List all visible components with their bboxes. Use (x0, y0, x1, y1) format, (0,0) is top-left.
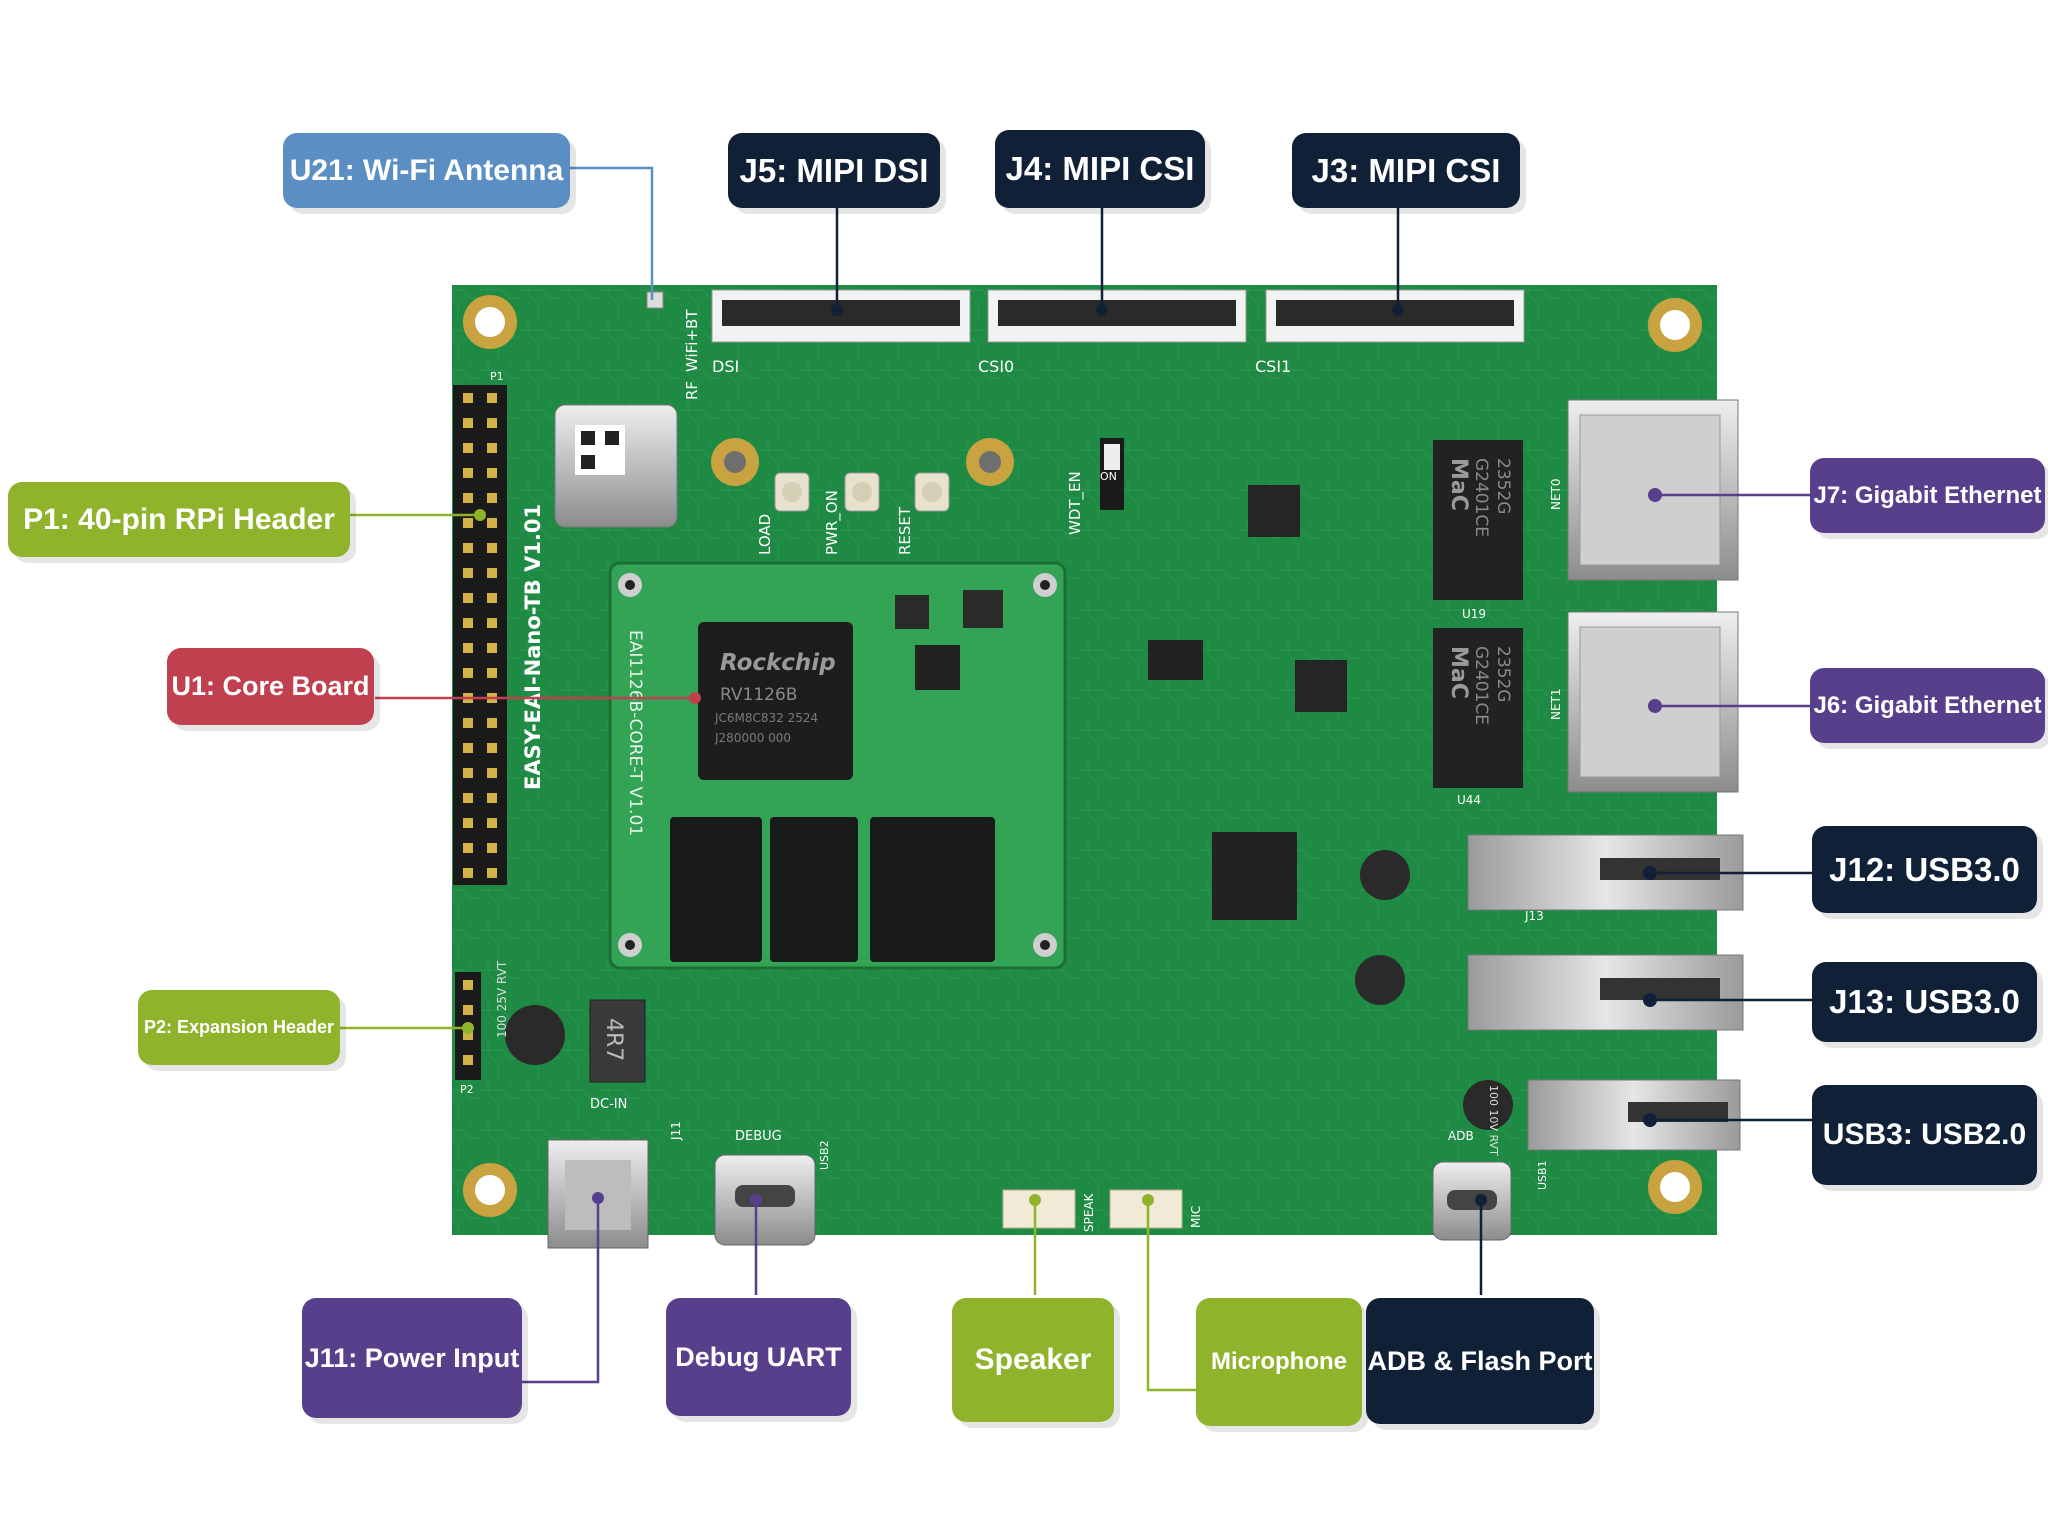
callout-mipi-dsi: J5: MIPI DSI (728, 133, 940, 208)
svg-text:CSI0: CSI0 (978, 357, 1014, 376)
callout-mipi-csi-j3: J3: MIPI CSI (1292, 133, 1520, 208)
svg-text:MaC: MaC (1446, 646, 1471, 699)
board-title: EASY-EAI-Nano-TB V1.01 (521, 504, 545, 790)
mounting-holes (463, 295, 1702, 1217)
soc-brand: Rockchip (720, 650, 836, 676)
callout-usb3-usb2: USB3: USB2.0 (1812, 1085, 2037, 1185)
leader-power (522, 1198, 600, 1384)
svg-text:RF: RF (683, 381, 701, 400)
callout-core-board: U1: Core Board (167, 648, 374, 725)
callout-mipi-csi-j4: J4: MIPI CSI (995, 130, 1205, 208)
wifi-module (554, 291, 678, 528)
svg-text:NET0: NET0 (1549, 478, 1563, 510)
callout-usb-j13: J13: USB3.0 (1812, 962, 2037, 1042)
callout-debug-uart: Debug UART (666, 1298, 851, 1416)
svg-text:DEBUG: DEBUG (735, 1129, 782, 1144)
callout-adb-flash: ADB & Flash Port (1366, 1298, 1594, 1424)
tact-buttons (774, 438, 1124, 512)
svg-text:WDT_EN: WDT_EN (1066, 471, 1085, 535)
core-board: EAI1126B-CORE-T V1.01 Rockchip RV1126B J… (608, 561, 1067, 970)
usb-ports (1432, 834, 1744, 1241)
svg-text:G2401CE: G2401CE (1471, 646, 1491, 725)
svg-text:ON: ON (1100, 470, 1117, 483)
svg-text:CSI1: CSI1 (1255, 357, 1291, 376)
svg-text:J13: J13 (1524, 909, 1544, 923)
soc-line2: J280000 000 (714, 731, 791, 745)
callout-expansion-header: P2: Expansion Header (138, 990, 340, 1065)
svg-text:RESET: RESET (896, 506, 914, 555)
callout-gigabit-j6: J6: Gigabit Ethernet (1810, 668, 2045, 743)
svg-text:LOAD: LOAD (756, 514, 774, 555)
svg-text:100 25V RVT: 100 25V RVT (495, 960, 509, 1038)
leader-wifi (565, 166, 654, 300)
svg-text:NET1: NET1 (1549, 688, 1563, 720)
callout-microphone: Microphone (1196, 1298, 1362, 1426)
leader-dots (462, 304, 1662, 1206)
svg-text:ADB: ADB (1448, 1129, 1474, 1143)
soc-model: RV1126B (720, 685, 797, 705)
svg-text:G2401CE: G2401CE (1471, 458, 1491, 537)
svg-text:USB2: USB2 (818, 1140, 831, 1170)
silkscreen: EASY-EAI-Nano-TB V1.01 RF WiFi+BT DSI CS… (460, 309, 1563, 1232)
svg-text:DC-IN: DC-IN (590, 1097, 627, 1112)
svg-text:MIC: MIC (1189, 1206, 1203, 1228)
svg-text:PWR_ON: PWR_ON (823, 490, 842, 555)
phy-chips (1148, 485, 1347, 920)
svg-text:100 10V RVT: 100 10V RVT (1487, 1085, 1500, 1156)
core-module-text: EAI1126B-CORE-T V1.01 (625, 630, 645, 836)
svg-text:U19: U19 (1462, 607, 1486, 621)
soc-line1: JC6M8C832 2524 (714, 711, 818, 725)
rpi-header-pins (453, 385, 507, 885)
callout-usb-j12: J12: USB3.0 (1812, 826, 2037, 913)
ethernet-magnetics: MaC G2401CE 2352G MaC G2401CE 2352G (1433, 440, 1523, 788)
passives: 4R7 100 25V RVT 100 10V RVT (495, 850, 1513, 1156)
svg-text:WiFi+BT: WiFi+BT (683, 309, 701, 372)
svg-text:4R7: 4R7 (601, 1018, 626, 1061)
callout-wifi-antenna: U21: Wi-Fi Antenna (283, 133, 570, 208)
svg-text:USB1: USB1 (1536, 1160, 1549, 1190)
svg-text:SPEAK: SPEAK (1082, 1192, 1096, 1232)
fpc-connectors (711, 289, 1525, 343)
svg-text:U44: U44 (1457, 793, 1481, 807)
soc-chip (698, 622, 853, 780)
leader-lines (340, 166, 1812, 1392)
callout-speaker: Speaker (952, 1298, 1114, 1422)
svg-text:2352G: 2352G (1493, 646, 1513, 702)
svg-text:P1: P1 (490, 370, 504, 383)
svg-text:P2: P2 (460, 1083, 474, 1096)
svg-text:DSI: DSI (712, 357, 739, 376)
svg-text:2352G: 2352G (1493, 458, 1513, 514)
leader-microphone (1146, 1200, 1196, 1392)
callout-gigabit-j7: J7: Gigabit Ethernet (1810, 458, 2045, 533)
svg-text:J11: J11 (669, 1121, 683, 1141)
callout-rpi-header: P1: 40-pin RPi Header (8, 482, 350, 557)
svg-text:MaC: MaC (1446, 458, 1471, 511)
callout-power-input: J11: Power Input (302, 1298, 522, 1418)
